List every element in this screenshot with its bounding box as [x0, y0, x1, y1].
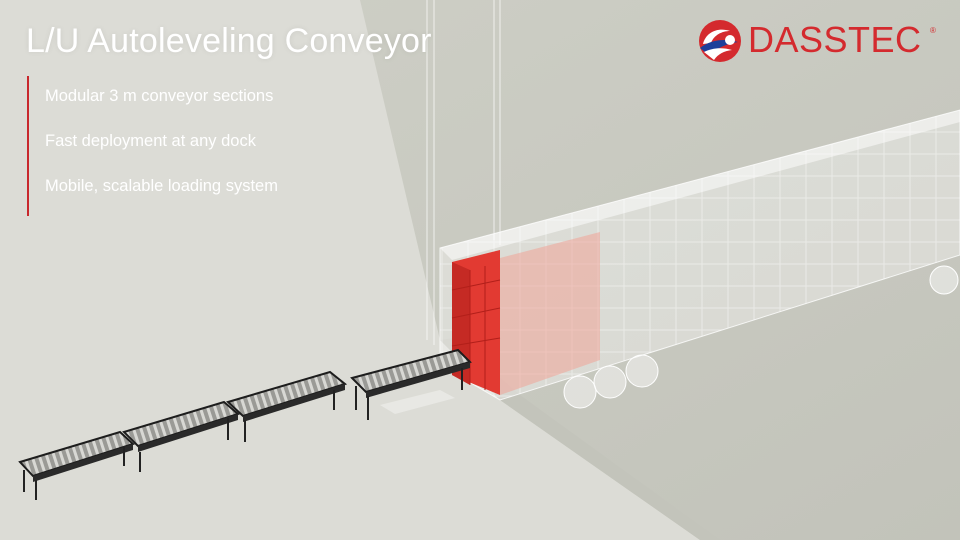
dock-platform — [0, 0, 700, 540]
conveyor-icon — [18, 348, 472, 500]
conveyor-section-3 — [226, 370, 348, 442]
dasstec-logo-icon — [699, 20, 741, 62]
conveyor-section-2 — [122, 400, 241, 472]
page-title: L/U Autoleveling Conveyor — [26, 22, 432, 60]
registered-mark: ® — [930, 26, 936, 35]
feature-list: Modular 3 m conveyor sections Fast deplo… — [27, 76, 367, 216]
conveyor-section-1 — [18, 430, 135, 500]
brand-logo: DASSTEC ® — [694, 18, 944, 62]
glass-frame — [426, 0, 501, 345]
feature-item-deployment: Fast deployment at any dock — [45, 132, 256, 150]
logo-wordmark: DASSTEC — [748, 19, 922, 60]
feature-item-modular: Modular 3 m conveyor sections — [45, 87, 274, 105]
feature-item-mobile: Mobile, scalable loading system — [45, 177, 278, 195]
dock-leveler — [380, 390, 455, 414]
conveyor-section-4 — [350, 348, 472, 420]
